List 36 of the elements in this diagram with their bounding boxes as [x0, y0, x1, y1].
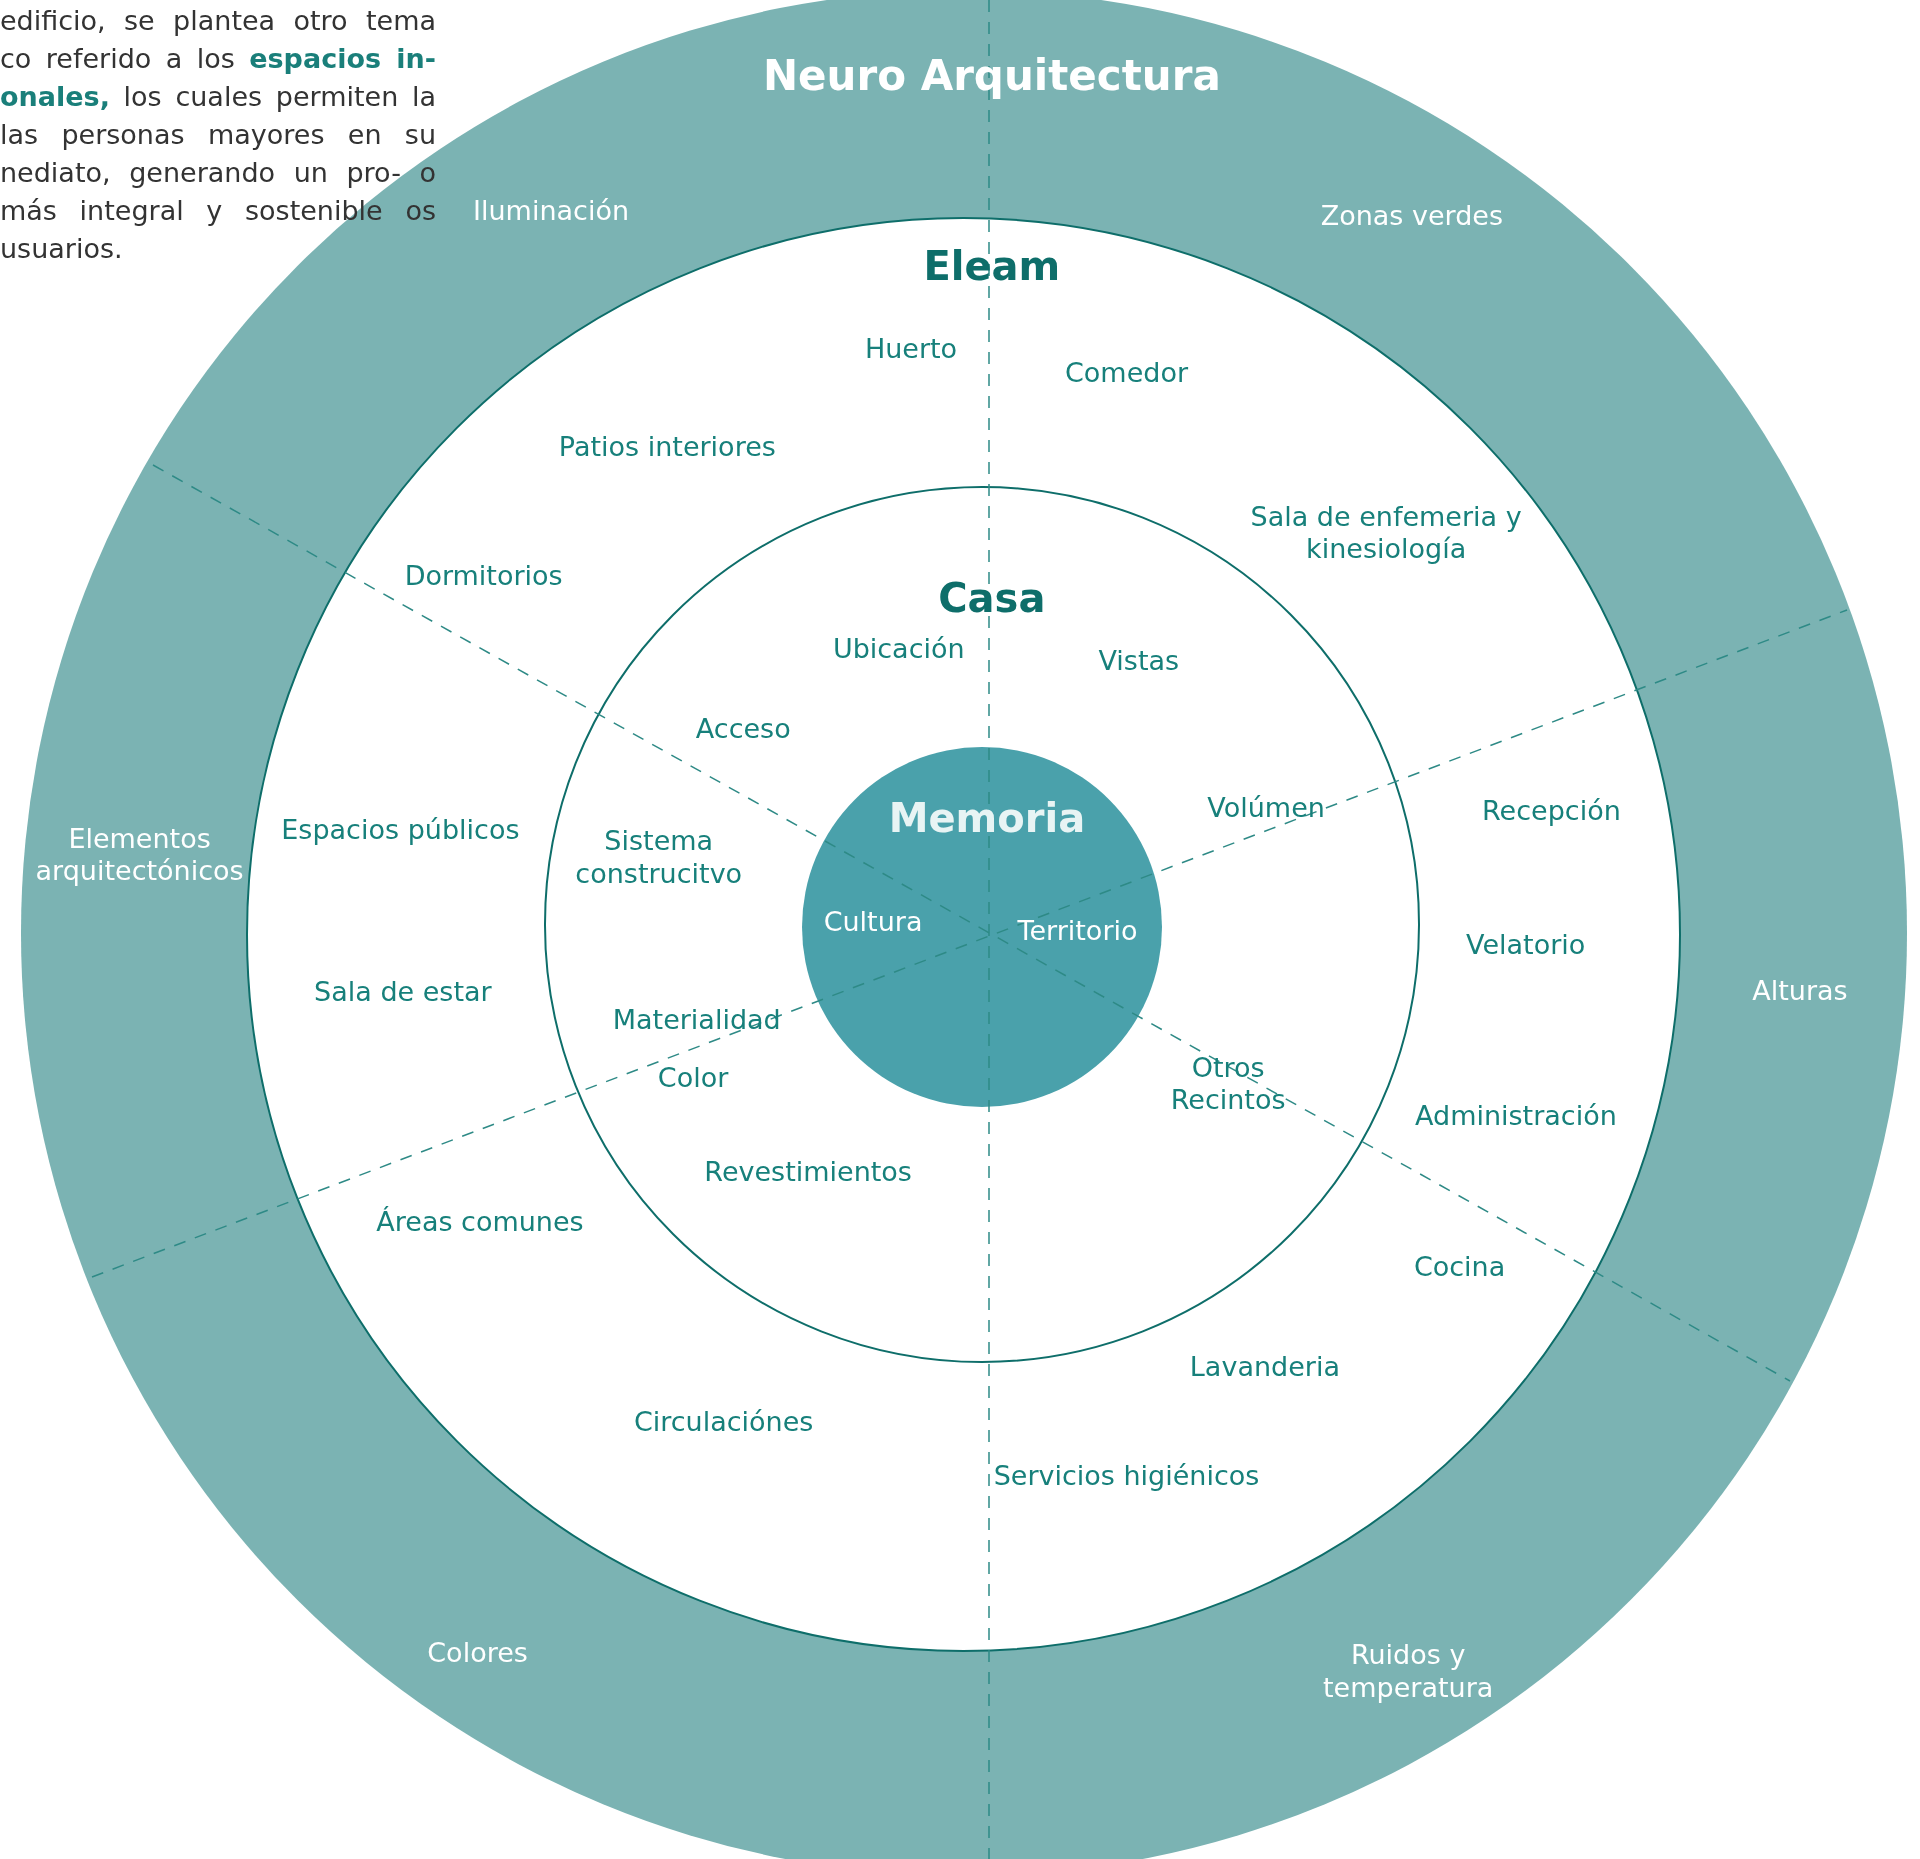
ring-label: Sala de estar: [314, 975, 492, 1009]
ring-label: Espacios públicos: [281, 814, 520, 847]
ring-label: Zonas verdes: [1320, 199, 1503, 232]
ring-label: Otros Recintos: [1169, 1051, 1287, 1117]
ring-label: Volúmen: [1207, 791, 1325, 825]
ring-label: Áreas comunes: [376, 1205, 584, 1239]
ring-title: Memoria: [888, 793, 1086, 842]
ring-label: Alturas: [1752, 974, 1848, 1007]
ring-label: Elementos arquitectónicos: [34, 822, 245, 888]
ring-label: Iluminación: [473, 194, 629, 227]
ring-label: Color: [657, 1061, 729, 1094]
ring-label: Circulaciónes: [633, 1405, 814, 1438]
ring-title: Casa: [938, 573, 1046, 622]
ring-label: Vistas: [1098, 645, 1180, 678]
ring-label: Lavanderia: [1189, 1350, 1340, 1383]
ring-title: Neuro Arquitectura: [762, 50, 1221, 102]
ring-label: Ruidos y temperatura: [1322, 1639, 1495, 1704]
ring-label: Comedor: [1065, 357, 1189, 390]
ring-label: Velatorio: [1466, 929, 1586, 962]
ring-label: Administración: [1415, 1099, 1617, 1132]
ring-label: Patios interiores: [558, 430, 776, 464]
ring-label: Servicios higiénicos: [993, 1459, 1260, 1492]
ring-label: Colores: [427, 1636, 528, 1670]
ring-label: Materialidad: [612, 1003, 781, 1037]
ring-label: Sala de enfemeria y kinesiología: [1249, 500, 1523, 566]
ring-label: Acceso: [695, 712, 791, 745]
ring-label: Sistema construcitvo: [574, 824, 744, 890]
ring-title: Eleam: [923, 241, 1061, 290]
ring-label: Revestimientos: [704, 1155, 912, 1188]
ring-label: Territorio: [1017, 914, 1138, 947]
ring-label: Recepción: [1482, 794, 1621, 827]
ring-label: Dormitorios: [404, 559, 563, 592]
ring-label: Ubicación: [832, 632, 965, 666]
ring-label: Cultura: [823, 905, 923, 939]
ring-label: Huerto: [864, 332, 958, 366]
ring-label: Cocina: [1413, 1251, 1506, 1284]
